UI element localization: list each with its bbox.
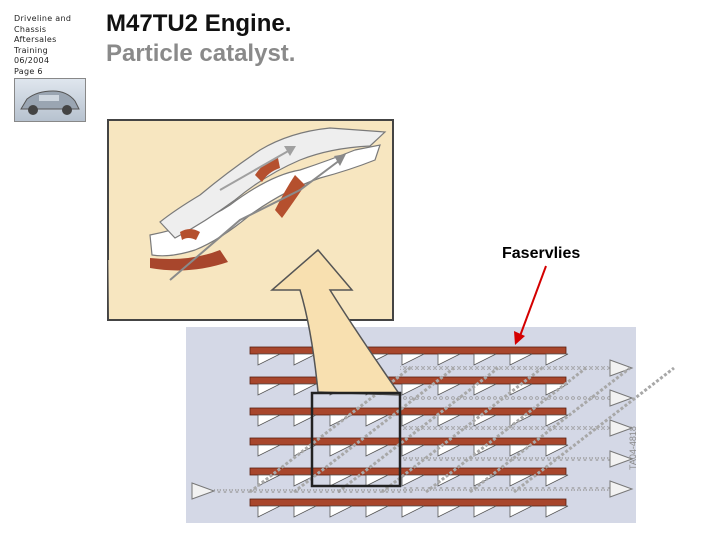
detail-highlight-box	[310, 391, 402, 488]
fleece-fold	[437, 505, 461, 518]
exhaust-flow-line	[400, 426, 610, 430]
diagonal-flow-line	[469, 366, 631, 494]
diagonal-flow-line	[381, 366, 543, 494]
meta-line: Driveline and	[14, 14, 72, 23]
fleece-fold	[473, 353, 497, 366]
filter-plate	[249, 467, 567, 476]
fleece-fold	[365, 505, 389, 518]
diagonal-flow-line	[337, 366, 499, 494]
fleece-fold	[545, 353, 569, 366]
diagonal-flow-line	[293, 366, 455, 494]
fleece-fold	[545, 474, 569, 487]
fleece-fold	[545, 444, 569, 457]
fleece-fold	[437, 353, 461, 366]
flow-arrowhead	[609, 480, 634, 498]
fleece-fold	[509, 505, 533, 518]
fleece-fold	[401, 444, 425, 457]
fleece-fold	[401, 505, 425, 518]
fleece-fold	[545, 414, 569, 427]
fleece-fold	[257, 383, 281, 396]
fleece-fold	[545, 505, 569, 518]
meta-line: 06/2004	[14, 56, 50, 65]
fleece-fold	[365, 474, 389, 487]
fleece-fold	[293, 414, 317, 427]
fleece-fold	[257, 353, 281, 366]
flow-arrowhead	[609, 419, 634, 437]
fleece-fold	[401, 383, 425, 396]
meta-line: Chassis	[14, 24, 47, 34]
diagonal-flow-line	[249, 366, 411, 494]
exhaust-flow-line	[400, 487, 610, 491]
filter-plate	[249, 346, 567, 355]
fleece-fold	[437, 444, 461, 457]
fleece-fold	[473, 505, 497, 518]
fleece-fold	[365, 444, 389, 457]
fleece-fold	[509, 474, 533, 487]
fleece-fold	[257, 505, 281, 518]
filter-plate	[249, 376, 567, 385]
fleece-fold	[401, 353, 425, 366]
diagonal-flow-line	[425, 366, 587, 494]
fleece-fold	[365, 414, 389, 427]
fleece-fold	[437, 383, 461, 396]
inlet-flow-line	[214, 489, 414, 493]
fleece-fold	[257, 414, 281, 427]
filter-section-panel	[186, 327, 675, 523]
fleece-fold	[329, 444, 353, 457]
flow-arrowhead	[609, 450, 634, 468]
callout-label: Faservlies	[502, 245, 581, 262]
callout-arrow	[514, 265, 547, 345]
exhaust-flow-line	[400, 366, 610, 370]
image-code: TA04-4818	[628, 426, 638, 470]
filter-plate	[249, 407, 567, 416]
exhaust-flow-line	[400, 457, 610, 461]
inlet-arrowhead	[191, 482, 216, 500]
meta-line: Aftersales	[14, 35, 57, 44]
page-title: M47TU2 Engine.	[106, 10, 292, 37]
car-thumbnail-icon	[14, 78, 86, 122]
fleece-fold	[401, 414, 425, 427]
meta-line: Page 6	[14, 66, 43, 76]
filter-plate	[249, 498, 567, 507]
fleece-fold	[293, 353, 317, 366]
fleece-fold	[437, 414, 461, 427]
page-subtitle: Particle catalyst.	[106, 40, 296, 67]
exhaust-flow-line	[400, 396, 610, 400]
fleece-fold	[257, 444, 281, 457]
fleece-fold	[509, 353, 533, 366]
meta-line: Training	[14, 45, 48, 55]
flow-arrowhead	[609, 389, 634, 407]
fleece-fold	[401, 474, 425, 487]
fleece-fold	[473, 383, 497, 396]
fleece-fold	[329, 505, 353, 518]
flow-arrowhead	[609, 359, 634, 377]
magnify-arrow	[269, 248, 402, 396]
fleece-fold	[329, 474, 353, 487]
fleece-fold	[293, 505, 317, 518]
document-meta: Driveline and Chassis Aftersales Trainin…	[14, 14, 71, 77]
diagonal-flow-line	[513, 366, 675, 494]
fleece-fold	[293, 383, 317, 396]
